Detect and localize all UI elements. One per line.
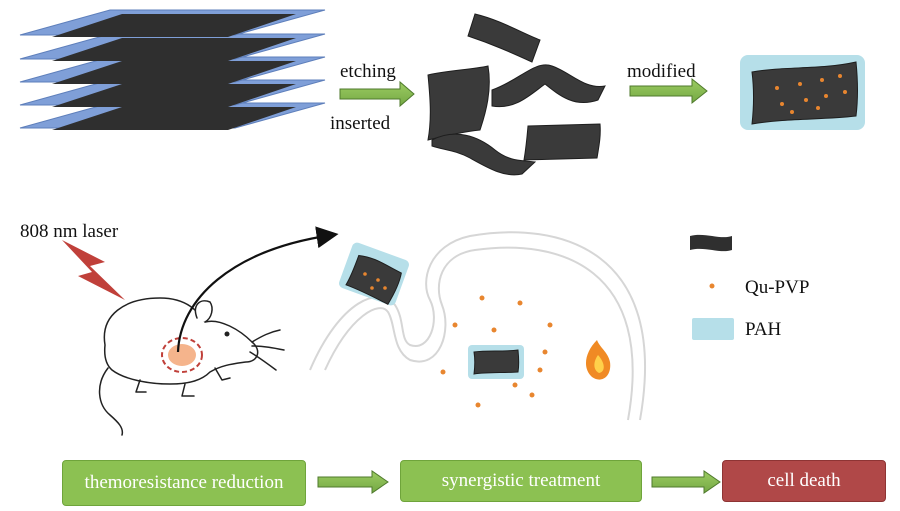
etching-label: etching [340, 61, 396, 82]
modified-label: modified [627, 61, 696, 82]
laser-label: 808 nm laser [20, 221, 119, 242]
inserted-label: inserted [330, 113, 391, 134]
stack-layer [19, 79, 326, 107]
stack-layer [19, 9, 326, 37]
tumor-highlight-circle [161, 337, 203, 373]
flame-icon [585, 340, 611, 380]
internalized-nanosheet [339, 242, 409, 306]
nanosheet [431, 133, 537, 176]
nanosheet [467, 13, 541, 63]
qu-pvp-particles [440, 295, 553, 408]
mouse-illustration [98, 297, 285, 436]
flow-arrow-2 [651, 470, 721, 494]
layered-stack [19, 9, 326, 130]
flow-box-thermoresistance: themoresistance reduction [62, 460, 306, 506]
flow-arrow-1 [317, 470, 389, 494]
laser-bolt-icon [62, 240, 125, 300]
flow-box-cell-death: cell death [722, 460, 886, 502]
curved-arrow [176, 226, 339, 353]
legend-nanosheet-icon [690, 234, 732, 252]
nanosheets [427, 13, 606, 176]
stack-layer [19, 56, 326, 84]
modified-arrow [629, 77, 708, 105]
modified-nanosheet [740, 55, 865, 130]
nanosheet [491, 64, 606, 108]
tumor-site [168, 344, 196, 366]
intracellular-nanosheet [468, 345, 524, 379]
stack-layer [19, 102, 326, 130]
flow-box-synergistic: synergistic treatment [400, 460, 642, 502]
nanosheet [427, 65, 490, 141]
etching-arrow [339, 80, 415, 108]
legend-pah-label: PAH [745, 319, 782, 340]
legend-qu-pvp-dot [709, 283, 715, 289]
legend-pah-swatch [692, 318, 734, 340]
legend-qu-pvp-label: Qu-PVP [745, 277, 810, 298]
nanosheet [523, 123, 601, 161]
stack-layer [19, 33, 326, 61]
